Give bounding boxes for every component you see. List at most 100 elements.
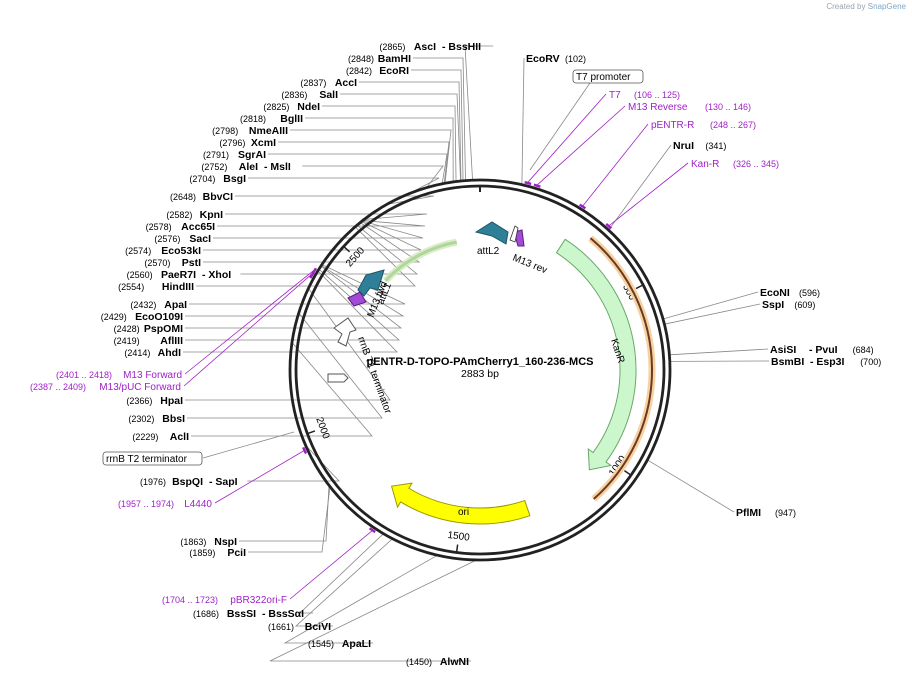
enzyme-name: ApaLI [342, 638, 371, 650]
enzyme-site: KpnI(2582) [166, 209, 223, 221]
enzyme-site: PaeR7I- XhoI(2560) [127, 269, 232, 281]
primer-range: (106 .. 125) [634, 90, 680, 100]
enzyme-position: (2796) [219, 138, 245, 148]
enzyme-leader [183, 270, 398, 353]
boxed-feature-label: T7 promoter [572, 69, 644, 84]
enzyme-leader [213, 220, 424, 239]
tick-label: 1500 [447, 530, 471, 544]
enzyme-leader [413, 57, 466, 181]
primer-range: (130 .. 146) [705, 102, 751, 112]
enzyme-site: EcoNI(596) [760, 287, 820, 299]
enzyme-site: ApaLI(1545) [308, 638, 371, 650]
attl1-feature [357, 269, 385, 297]
primer-site: T7(106 .. 125) [609, 90, 680, 101]
tick-mark [623, 470, 632, 476]
attl2-label: attL2 [477, 246, 500, 257]
primer-site: M13 Reverse(130 .. 146) [628, 102, 751, 113]
enzyme-site: PflMI(947) [736, 507, 796, 519]
enzyme-name: SalI [319, 89, 338, 101]
enzyme-site: AccI(2837) [300, 77, 357, 89]
enzyme-leader [290, 129, 452, 184]
enzyme-position: (2704) [189, 174, 215, 184]
primer-range: (248 .. 267) [710, 120, 756, 130]
enzyme-position: (2560) [127, 270, 153, 280]
enzyme-site: HindIII(2554) [118, 281, 194, 293]
enzyme-leader [294, 538, 393, 627]
enzyme-position: (2798) [212, 126, 238, 136]
primer-leader [609, 162, 689, 226]
enzyme-alt-name: - BssHII [442, 41, 481, 53]
enzyme-site: Acc65I(2578) [146, 221, 215, 233]
snapgene-credit: Created by SnapGene [826, 2, 906, 11]
enzyme-name: NspI [214, 536, 237, 548]
enzyme-leader [191, 342, 373, 437]
enzyme-leader [664, 303, 761, 325]
enzyme-position: (2429) [101, 312, 127, 322]
enzyme-name: AsiSI [770, 344, 796, 356]
enzyme-position: (1450) [406, 657, 432, 667]
enzyme-site: AclI(2229) [132, 431, 189, 443]
enzyme-name: AclI [170, 431, 189, 443]
enzyme-site: EcoO109I (2429) [101, 311, 183, 323]
primer-name: M13 Forward [123, 370, 182, 381]
enzyme-position: (1863) [180, 537, 206, 547]
plasmid-title: pENTR-D-TOPO-PAmCherry1_160-236-MCS [367, 356, 594, 368]
enzyme-name: BamHI [378, 53, 411, 65]
primer-binding-mark [605, 223, 613, 230]
boxed-feature-label: rrnB T2 terminator [102, 451, 203, 466]
tick-label: 2000 [313, 416, 331, 441]
primer-range: (1704 .. 1723) [162, 595, 218, 605]
enzyme-position: (2366) [126, 396, 152, 406]
kanr-feature [555, 238, 637, 471]
primer-leader [184, 270, 314, 375]
enzyme-name: HindIII [162, 281, 194, 293]
enzyme-position: (684) [853, 345, 874, 355]
enzyme-leader [185, 268, 401, 341]
enzyme-site: HpaI (2366) [126, 395, 183, 407]
primer-leader [582, 123, 649, 206]
enzyme-alt-name: - Esp3I [810, 356, 845, 368]
boxed-labels: T7 promoter rrnB T2 terminator [102, 69, 644, 466]
enzyme-name: PflMI [736, 507, 761, 519]
primer-leader [183, 274, 312, 387]
m13rev-label: M13 rev [511, 253, 549, 277]
enzyme-leader [187, 312, 383, 419]
enzyme-name: PstI [182, 257, 201, 269]
enzyme-name: EcoRI [379, 65, 409, 77]
primer-site: L4440(1957 .. 1974) [118, 499, 212, 510]
enzyme-leader [305, 117, 454, 182]
enzyme-site: XcmI (2796) [219, 137, 276, 149]
enzyme-position: (2818) [240, 114, 266, 124]
enzyme-name: XcmI [251, 137, 276, 149]
enzyme-site: AscI- BssHII(2865) [379, 41, 481, 53]
primer-site: M13/pUC Forward(2387 .. 2409) [30, 382, 181, 393]
enzyme-leader [647, 459, 735, 513]
leader-lines [183, 45, 770, 662]
enzyme-leader [669, 348, 769, 356]
rrnb-t2-feature [327, 373, 349, 383]
primer-site: pENTR-R(248 .. 267) [651, 120, 756, 131]
label-box [102, 451, 203, 466]
plasmid-length: 2883 bp [461, 368, 499, 380]
backbone-outer [288, 178, 672, 562]
enzyme-position: (2582) [166, 210, 192, 220]
enzyme-position: (2302) [128, 414, 154, 424]
enzyme-position: (2570) [144, 258, 170, 268]
insert-arc-glow [383, 238, 458, 284]
enzyme-position: (2648) [170, 192, 196, 202]
enzyme-site: BspQI- SapI(1976) [140, 476, 238, 488]
features [327, 221, 656, 525]
enzyme-leader [248, 177, 440, 195]
enzyme-position: (2836) [281, 90, 307, 100]
enzyme-name: AflIII [160, 335, 183, 347]
enzyme-leader [521, 57, 525, 185]
enzyme-leader [225, 213, 428, 220]
enzyme-site: AlwNI(1450) [406, 656, 469, 668]
enzyme-name: EcoO109I [135, 311, 183, 323]
enzyme-site: BsmBI- Esp3I(700) [771, 356, 881, 368]
enzyme-position: (2837) [300, 78, 326, 88]
enzyme-site: PspOMI(2428) [114, 323, 183, 335]
enzyme-site: SalI (2836) [281, 89, 338, 101]
primer-binding-mark [579, 203, 587, 210]
enzyme-name: HpaI [160, 395, 183, 407]
